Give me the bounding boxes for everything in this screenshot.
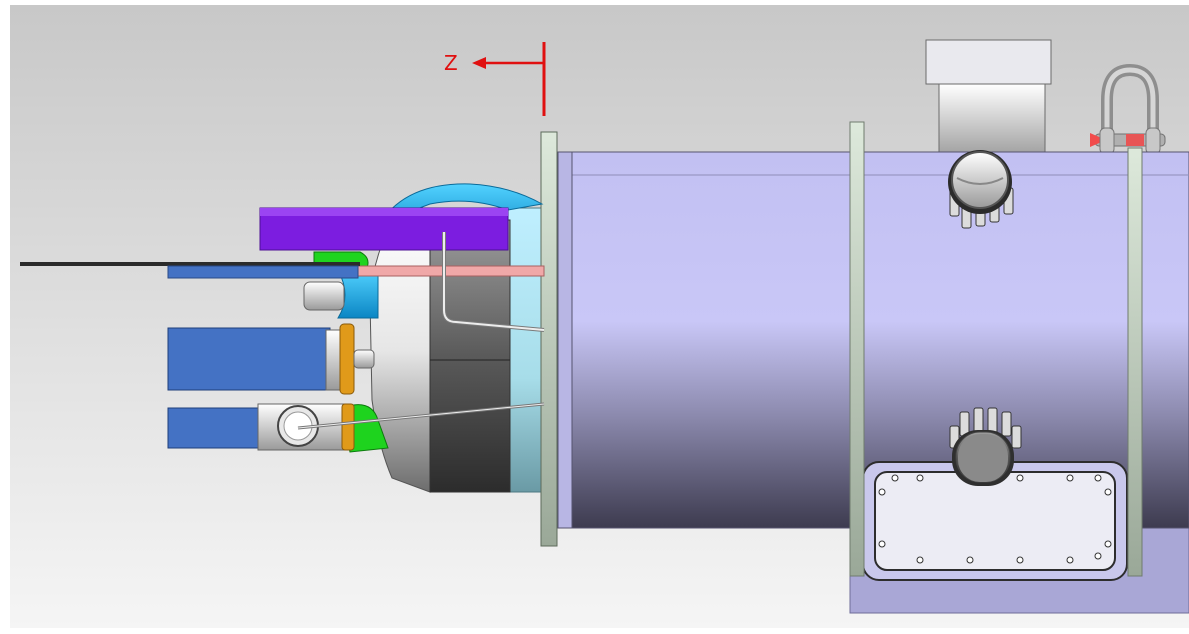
- purple-block-highlight: [260, 208, 508, 216]
- shackle-icon: [1090, 63, 1166, 155]
- bent-pipe-highlight: [443, 232, 545, 331]
- orange-ring-bottom: [341, 403, 355, 451]
- main-flange: [540, 131, 558, 547]
- top-chimney: [938, 83, 1046, 161]
- support-band-left: [849, 121, 865, 577]
- thin-rod: [20, 262, 360, 266]
- collar-ring: [507, 207, 545, 493]
- z-axis-label: Z: [444, 51, 458, 75]
- diagonal-wire-highlight: [297, 403, 545, 429]
- nozzle-top: [303, 281, 345, 311]
- blue-strip: [167, 265, 359, 279]
- pink-rod: [355, 265, 545, 277]
- blue-block-bottom: [167, 407, 261, 449]
- support-band-right: [1127, 147, 1143, 577]
- blue-block-middle: [167, 327, 331, 391]
- bottom-port-icon: [949, 407, 1022, 486]
- access-panel: [874, 471, 1116, 571]
- orange-ring-middle: [339, 323, 355, 395]
- z-axis-annotation: Z: [444, 42, 546, 116]
- top-port-icon: [948, 150, 1014, 229]
- vessel-end-ring: [557, 151, 573, 529]
- z-arrow-icon: [472, 57, 486, 69]
- top-box: [925, 39, 1052, 85]
- middle-stub: [353, 349, 375, 369]
